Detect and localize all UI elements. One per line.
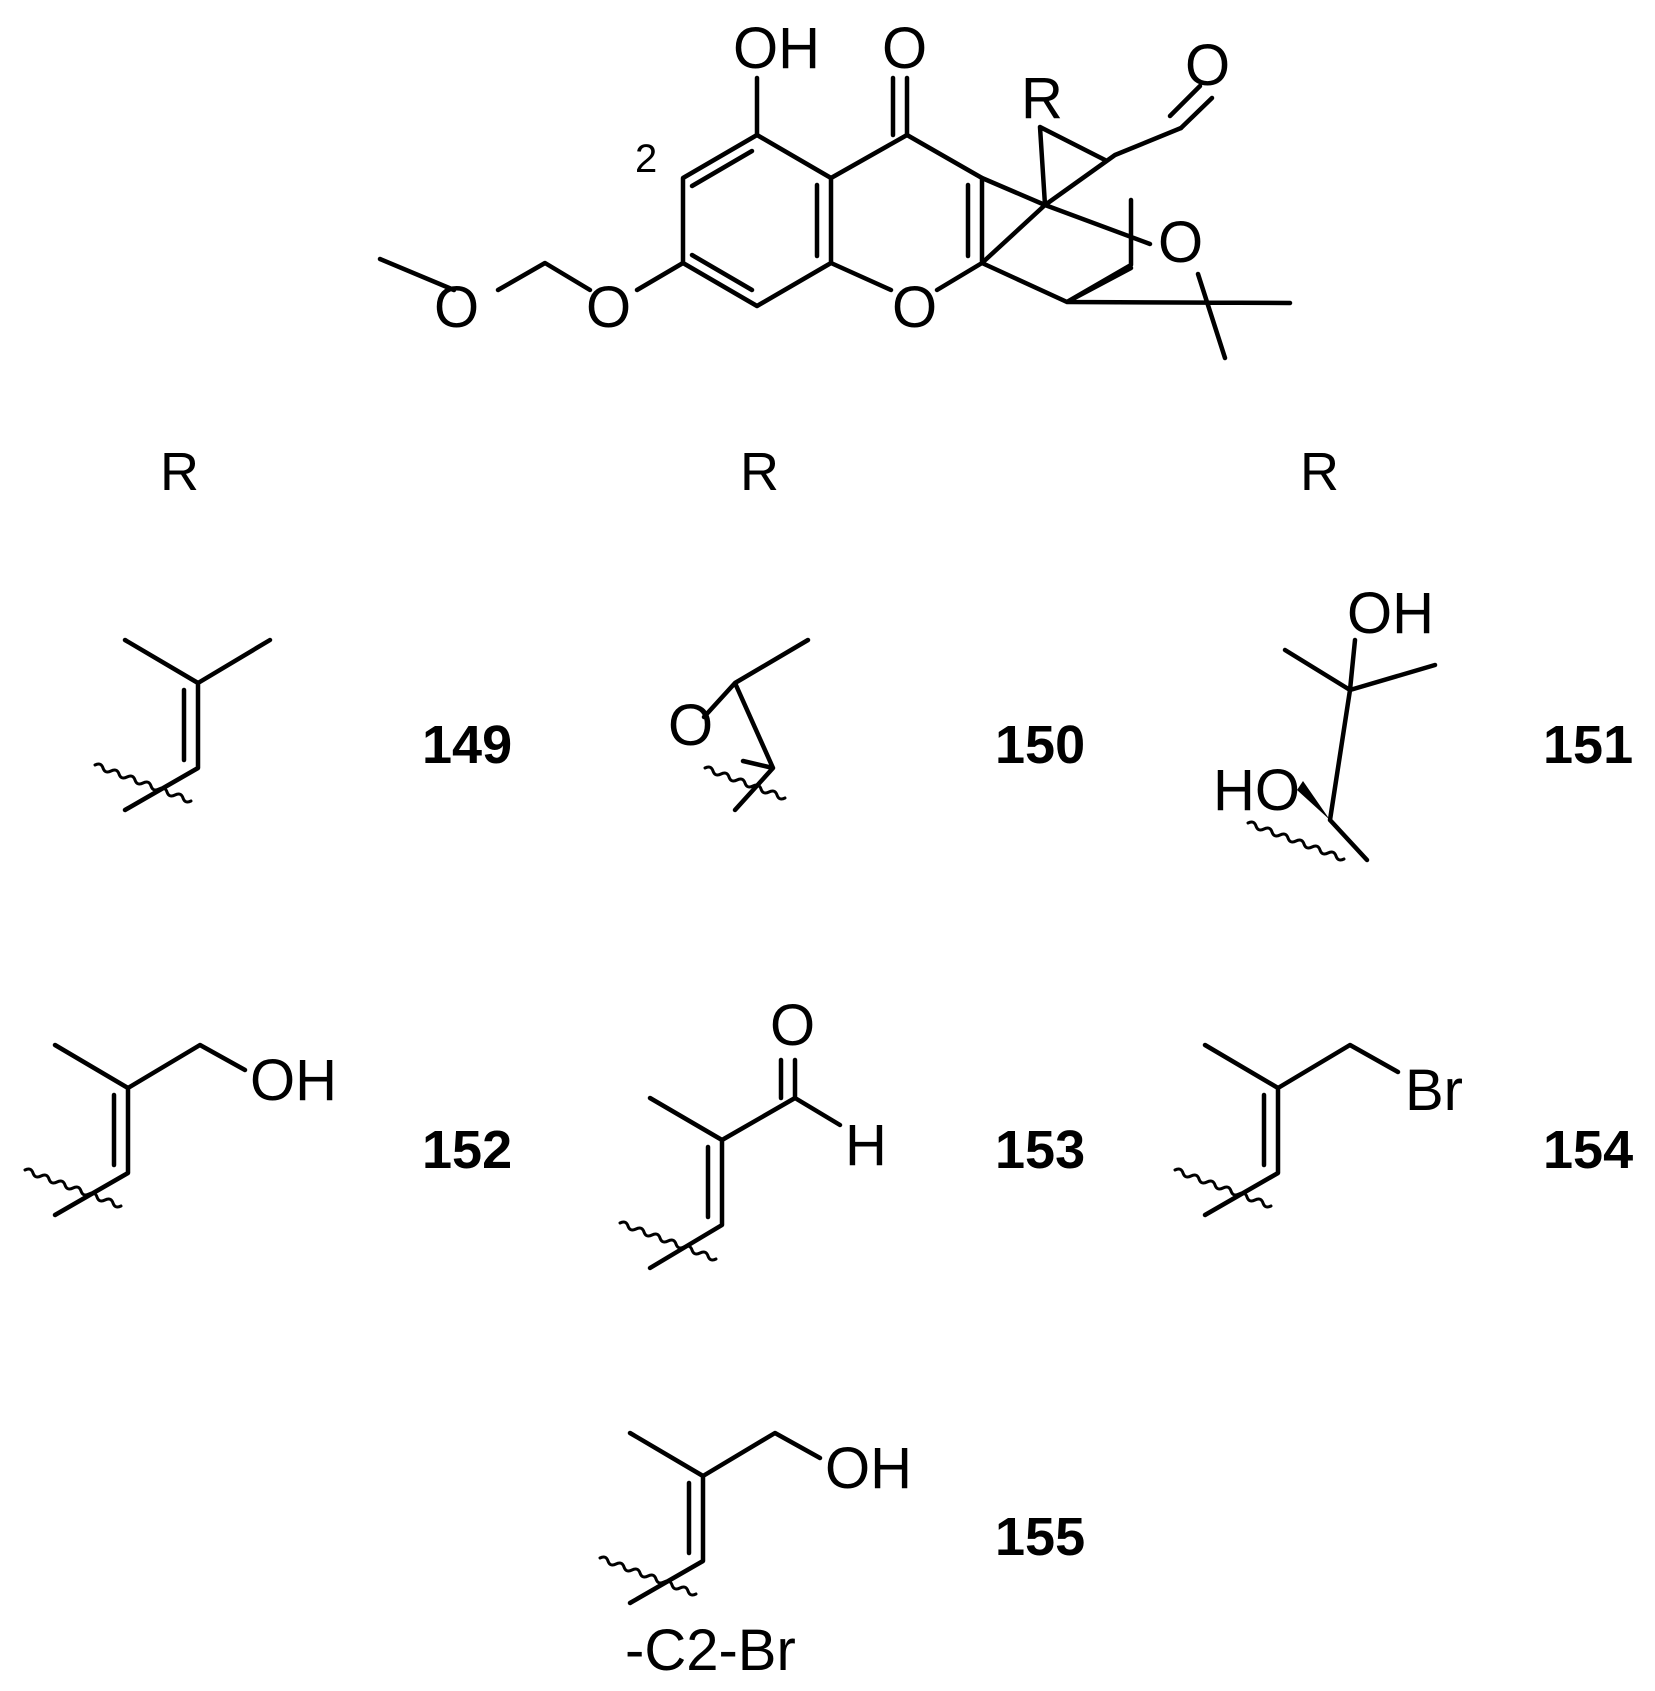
compound-id-154: 154 [1543, 1120, 1633, 1180]
ketone-oxygen-label: O [882, 16, 927, 81]
attachment-wavy-line [1173, 1167, 1273, 1209]
aromatic-double-bond [689, 252, 755, 293]
mom-ether-bonds [377, 256, 686, 293]
attachment-wavy-line [703, 765, 787, 801]
bromine-label: Br [1405, 1058, 1463, 1123]
ring-oxygen-label: O [892, 275, 937, 340]
prenyl-bonds [122, 637, 273, 813]
substituent-155: OH -C2-Br 155 [598, 1430, 1085, 1683]
substituent-151: OH HO 151 [1213, 581, 1633, 863]
bromination-note: -C2-Br [625, 1618, 796, 1683]
compound-id-150: 150 [995, 715, 1085, 775]
r-header: R [160, 442, 199, 502]
lactone-oxygen-label: O [1185, 33, 1230, 98]
pyranone-ring [828, 132, 985, 293]
compound-id-153: 153 [995, 1120, 1085, 1180]
hydroxyl-label: HO [1213, 758, 1300, 823]
aromatic-double-bond [689, 148, 755, 189]
mom-oxygen-label: O [434, 275, 479, 340]
alcohol-bonds [627, 1430, 823, 1606]
compound-id-149: 149 [422, 715, 512, 775]
alcohol-bonds [52, 1042, 248, 1218]
epoxide-bonds [701, 637, 811, 813]
epoxide-oxygen-label: O [668, 693, 713, 758]
compound-id-152: 152 [422, 1120, 512, 1180]
lactone-double-bond [1167, 83, 1203, 119]
r-group-label: R [1021, 66, 1063, 131]
bridge-oxygen-label: O [1158, 210, 1203, 275]
aromatic-ring [680, 132, 834, 309]
aldehyde-oxygen-label: O [770, 993, 815, 1058]
aldehyde-hydrogen-label: H [845, 1113, 887, 1178]
substituent-154: Br 154 [1173, 1042, 1633, 1218]
cage-bonds [979, 124, 1293, 361]
diol-bonds [1282, 637, 1438, 863]
core-structure: OH O O R O O O O 2 [377, 16, 1293, 361]
lactone-double-bond [1178, 95, 1215, 131]
attachment-wavy-line [23, 1167, 123, 1209]
substituent-150: O 150 [668, 637, 1085, 813]
position-2-label: 2 [635, 137, 657, 181]
attachment-wavy-line [1246, 820, 1346, 862]
hydroxyl-label: OH [1347, 581, 1434, 646]
hydroxyl-label: OH [825, 1436, 912, 1501]
attachment-wavy-line [598, 1555, 698, 1597]
aldehyde-bonds [647, 1057, 843, 1271]
compound-id-151: 151 [1543, 715, 1633, 775]
compound-id-155: 155 [995, 1507, 1085, 1567]
hydroxyl-label: OH [250, 1048, 337, 1113]
bromide-bonds [1202, 1042, 1401, 1218]
substituent-152: OH 152 [23, 1042, 512, 1218]
mom-oxygen-label: O [586, 275, 631, 340]
wedge-bond [1297, 781, 1330, 820]
substituent-149: 149 [93, 637, 512, 813]
r-header: R [1300, 442, 1339, 502]
attachment-wavy-line [93, 762, 193, 804]
attachment-wavy-line [618, 1220, 718, 1262]
r-header: R [740, 442, 779, 502]
substituent-153: O H 153 [618, 993, 1085, 1271]
hydroxyl-label: OH [733, 16, 820, 81]
